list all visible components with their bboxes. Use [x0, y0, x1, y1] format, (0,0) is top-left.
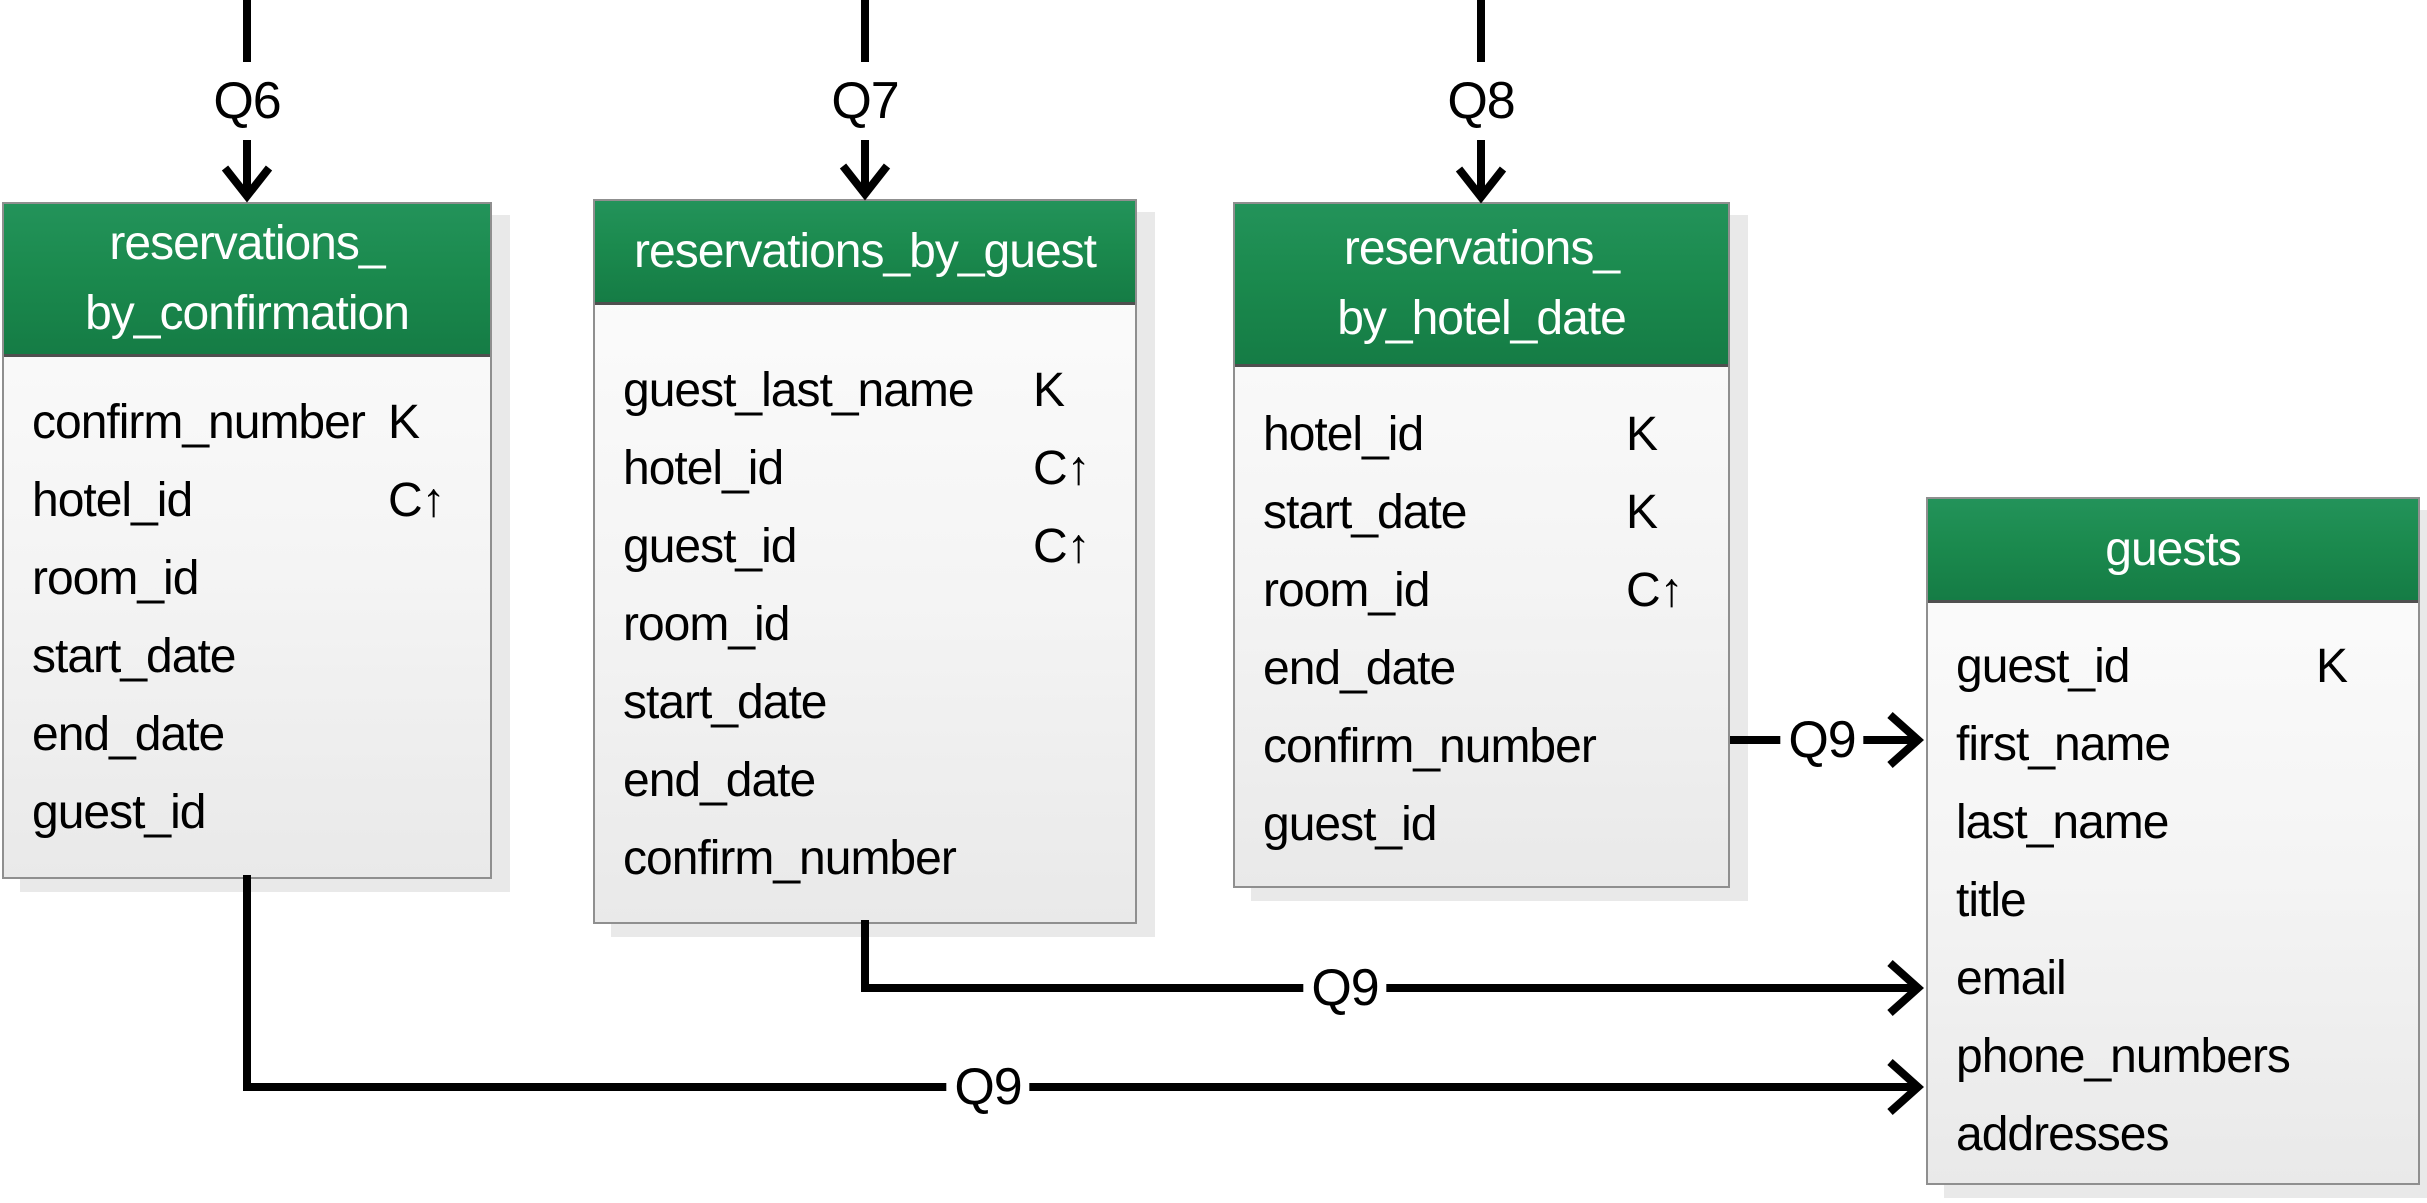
field-row: hotel_id C↑: [4, 461, 490, 539]
field-row: hotel_id C↑: [595, 429, 1135, 507]
field-name: end_date: [1263, 641, 1456, 695]
field-row: start_date: [4, 617, 490, 695]
field-name: email: [1956, 951, 2067, 1005]
field-row: guest_id: [1235, 785, 1728, 863]
field-name: start_date: [1263, 485, 1467, 539]
field-row: first_name: [1928, 705, 2418, 783]
field-key-annotation: C↑: [388, 473, 446, 527]
field-name: guest_id: [32, 785, 206, 839]
field-row: addresses: [1928, 1095, 2418, 1173]
field-row: guest_id C↑: [595, 507, 1135, 585]
field-row: hotel_id K: [1235, 395, 1728, 473]
q9-connector-from-guest: [861, 920, 1914, 992]
table-reservations-by-guest: reservations_by_guest guest_last_name K h…: [593, 199, 1137, 924]
table-body: confirm_number K hotel_id C↑ room_id start…: [4, 357, 490, 877]
field-row: last_name: [1928, 783, 2418, 861]
q9-arrowhead-icon: [1887, 712, 1925, 768]
field-row: confirm_number K: [4, 383, 490, 461]
field-name: start_date: [623, 675, 827, 729]
field-name: addresses: [1956, 1107, 2169, 1161]
field-name: confirm_number: [623, 831, 957, 885]
table-title-line: reservations_: [109, 217, 385, 270]
table-header: reservations_ by_confirmation: [4, 204, 490, 357]
field-name: confirm_number: [1263, 719, 1597, 773]
field-name: hotel_id: [623, 441, 784, 495]
q9-arrowhead-icon: [1887, 1059, 1925, 1115]
field-row: confirm_number: [1235, 707, 1728, 785]
table-header: reservations_by_guest: [595, 201, 1135, 305]
field-row: start_date K: [1235, 473, 1728, 551]
field-key-annotation: C↑: [1626, 563, 1684, 617]
field-name: guest_id: [1263, 797, 1437, 851]
field-name: start_date: [32, 629, 236, 683]
field-row: end_date: [1235, 629, 1728, 707]
field-name: hotel_id: [1263, 407, 1424, 461]
field-row: title: [1928, 861, 2418, 939]
field-name: end_date: [32, 707, 225, 761]
field-row: room_id C↑: [1235, 551, 1728, 629]
table-title-line: reservations_by_guest: [634, 224, 1097, 278]
field-key-annotation: K: [1626, 407, 1658, 461]
field-key-annotation: K: [2316, 639, 2348, 693]
field-row: start_date: [595, 663, 1135, 741]
table-guests: guests guest_id K first_name last_name ti…: [1926, 497, 2420, 1185]
field-name: last_name: [1956, 795, 2169, 849]
field-name: confirm_number: [32, 395, 366, 449]
field-row: room_id: [4, 539, 490, 617]
query-label-q8: Q8: [1439, 72, 1523, 130]
q9-arrowhead-icon: [1887, 960, 1925, 1016]
field-row: guest_id K: [1928, 627, 2418, 705]
field-name: guest_id: [1956, 639, 2130, 693]
table-title-line: by_hotel_date: [1337, 292, 1627, 345]
field-name: room_id: [623, 597, 790, 651]
field-row: phone_numbers: [1928, 1017, 2418, 1095]
table-title-line: by_confirmation: [85, 287, 410, 340]
q6-arrowhead-icon: [221, 165, 273, 203]
field-key-annotation: C↑: [1033, 519, 1091, 573]
field-name: end_date: [623, 753, 816, 807]
field-key-annotation: K: [1033, 363, 1065, 417]
field-row: end_date: [595, 741, 1135, 819]
field-row: end_date: [4, 695, 490, 773]
field-name: guest_id: [623, 519, 797, 573]
query-label-q9-guest: Q9: [1303, 959, 1387, 1017]
field-name: hotel_id: [32, 473, 193, 527]
field-name: guest_last_name: [623, 363, 975, 417]
query-label-q6: Q6: [205, 72, 289, 130]
table-title-line: reservations_: [1343, 222, 1620, 275]
table-body: guest_id K first_name last_name title ema…: [1928, 603, 2418, 1183]
q7-arrowhead-icon: [839, 163, 891, 201]
table-reservations-by-confirmation: reservations_ by_confirmation confirm_nu…: [2, 202, 492, 879]
table-header: reservations_ by_hotel_date: [1235, 204, 1728, 367]
field-row: email: [1928, 939, 2418, 1017]
table-title-line: guests: [2105, 522, 2241, 576]
table-header: guests: [1928, 499, 2418, 603]
field-name: title: [1956, 873, 2027, 927]
field-key-annotation: C↑: [1033, 441, 1091, 495]
field-key-annotation: K: [1626, 485, 1658, 539]
query-label-q7: Q7: [823, 72, 907, 130]
field-row: room_id: [595, 585, 1135, 663]
field-name: first_name: [1956, 717, 2171, 771]
field-row: guest_id: [4, 773, 490, 851]
query-label-q9-confirmation: Q9: [946, 1058, 1030, 1116]
field-name: room_id: [32, 551, 199, 605]
field-row: guest_last_name K: [595, 351, 1135, 429]
q8-arrowhead-icon: [1455, 166, 1507, 204]
field-name: room_id: [1263, 563, 1430, 617]
field-key-annotation: K: [388, 395, 420, 449]
query-label-q9-hotel-date: Q9: [1780, 711, 1864, 769]
field-row: confirm_number: [595, 819, 1135, 897]
field-name: phone_numbers: [1956, 1029, 2291, 1083]
